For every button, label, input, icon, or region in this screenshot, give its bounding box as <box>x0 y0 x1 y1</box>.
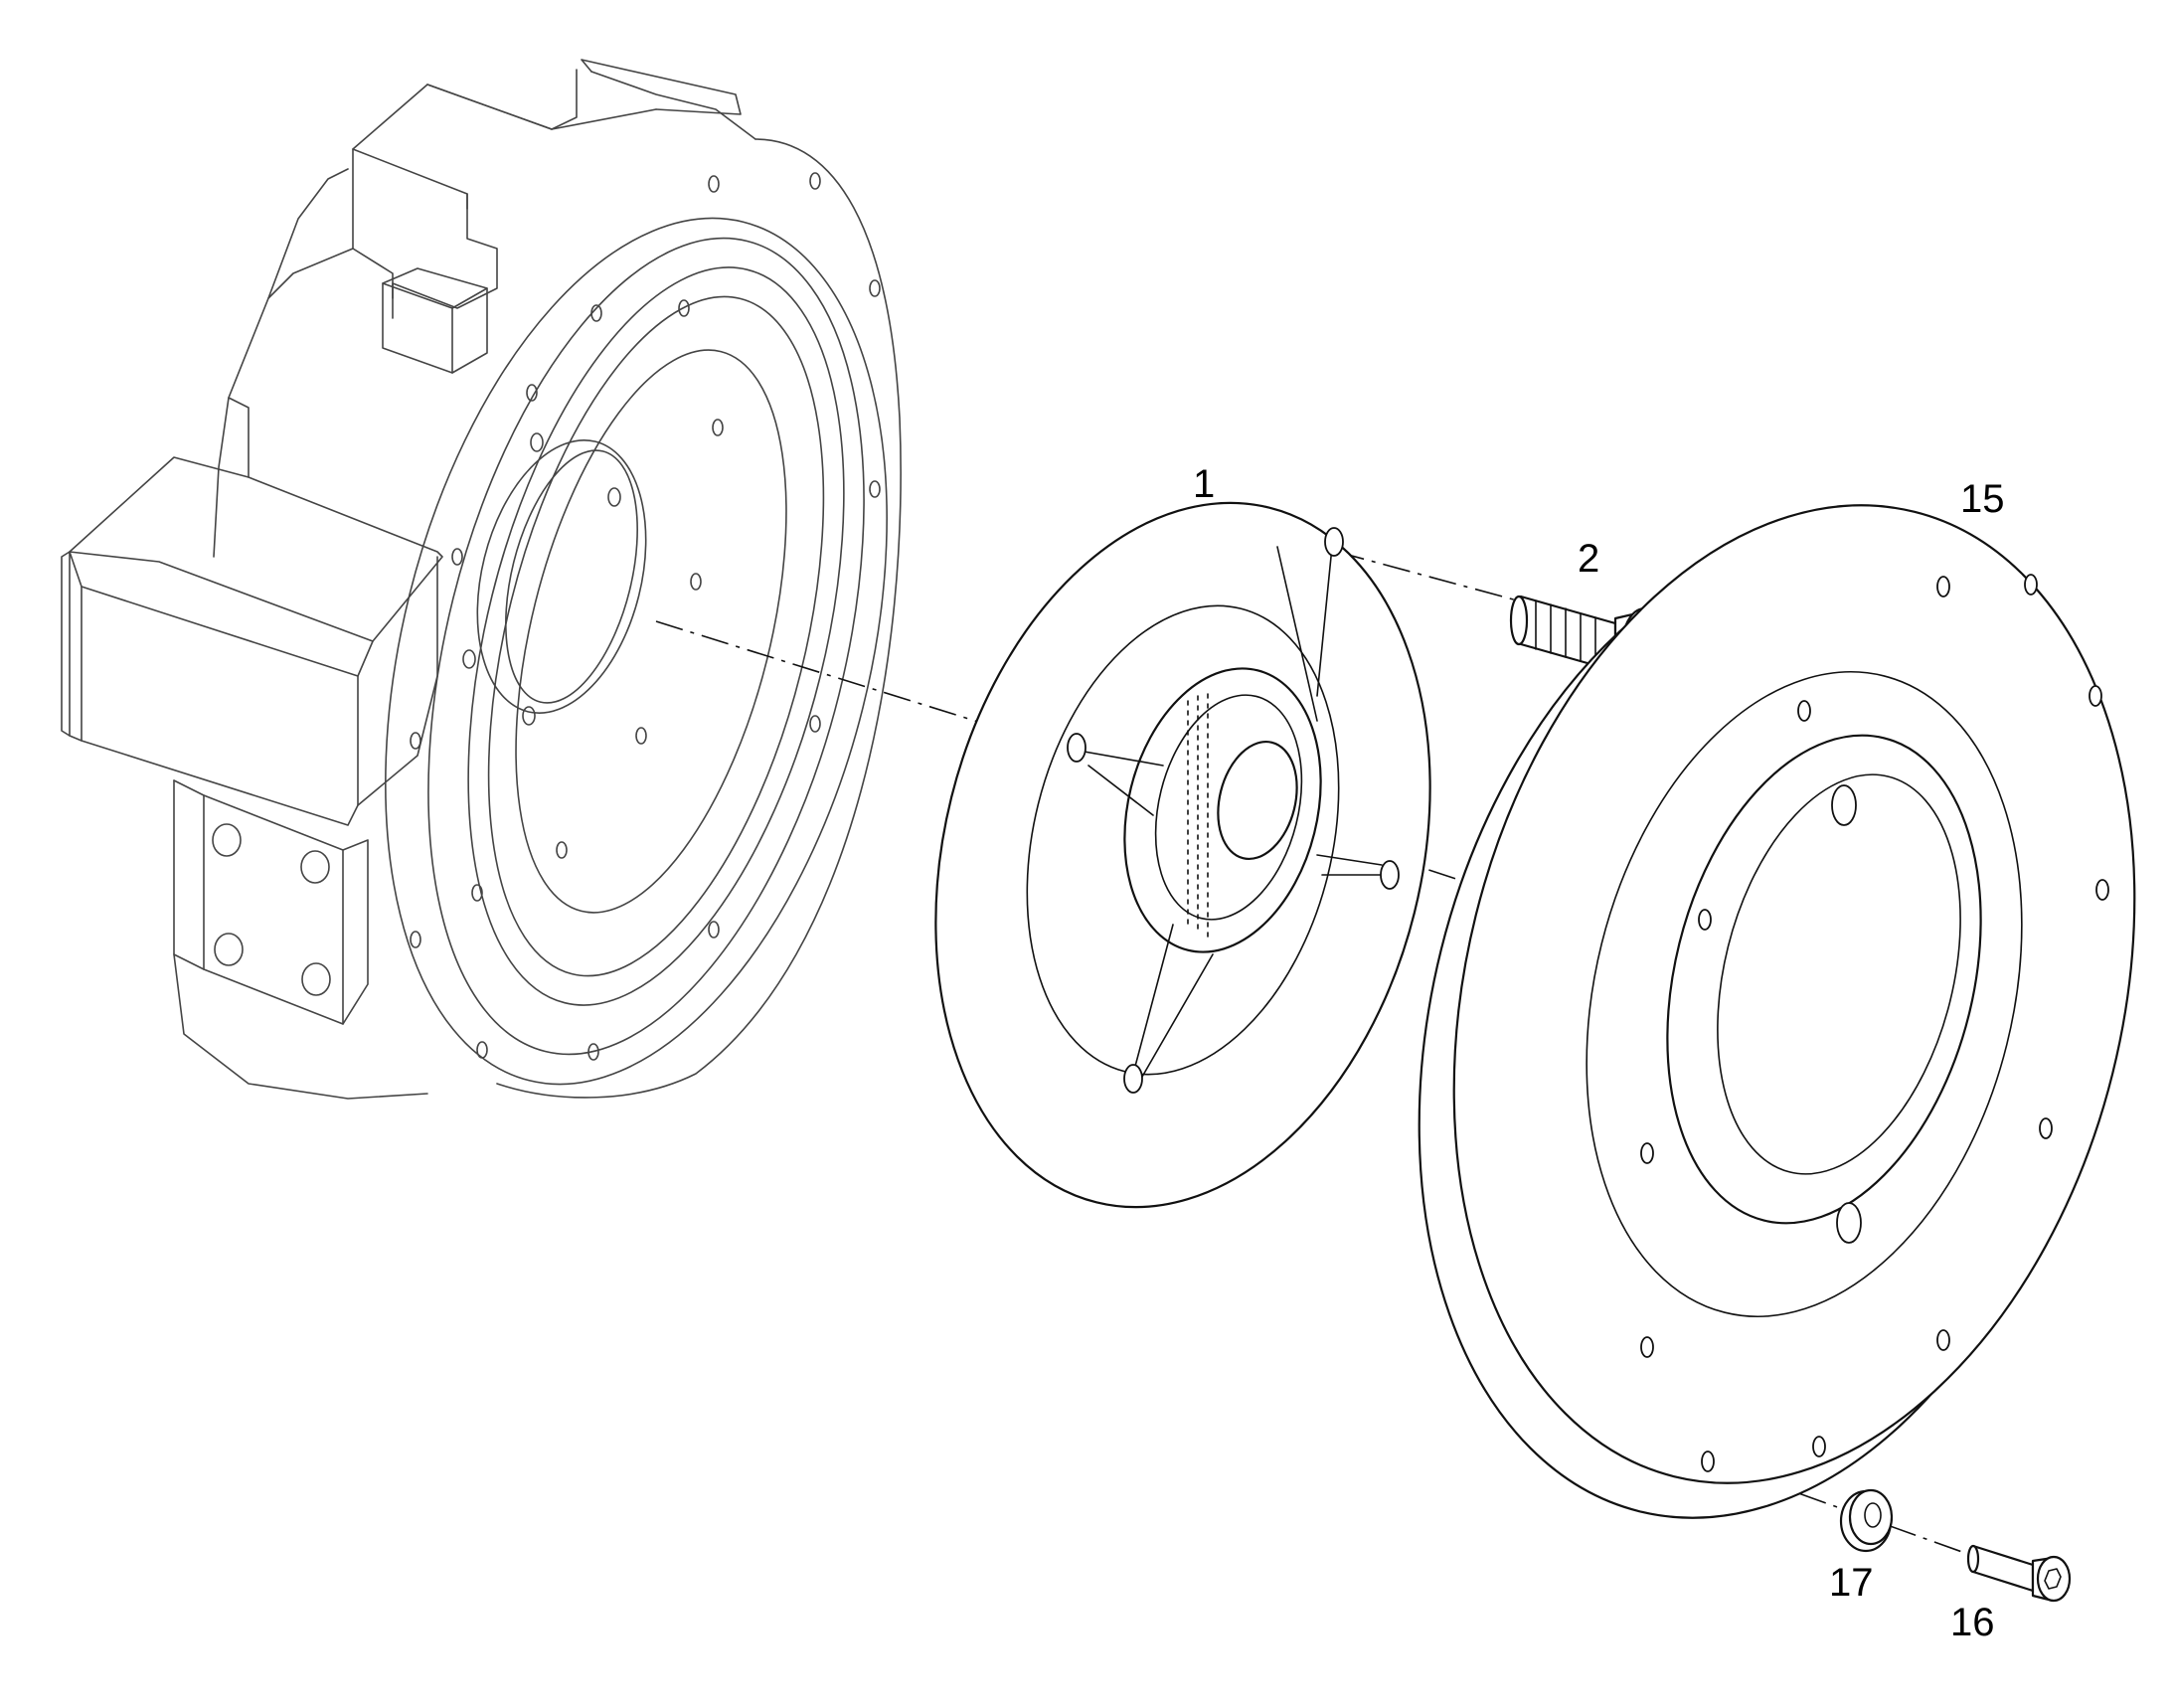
callout-15: 15 <box>1960 477 2005 521</box>
callout-17: 17 <box>1829 1561 1874 1605</box>
washer <box>1839 1488 1894 1553</box>
flange-plate <box>1418 504 2136 1519</box>
callout-16: 16 <box>1950 1601 1995 1644</box>
drive-disc <box>934 501 1431 1209</box>
cap-screw-small <box>1966 1544 2072 1603</box>
callout-1: 1 <box>1193 462 1215 506</box>
housing <box>61 59 902 1100</box>
callout-2: 2 <box>1578 537 1599 581</box>
